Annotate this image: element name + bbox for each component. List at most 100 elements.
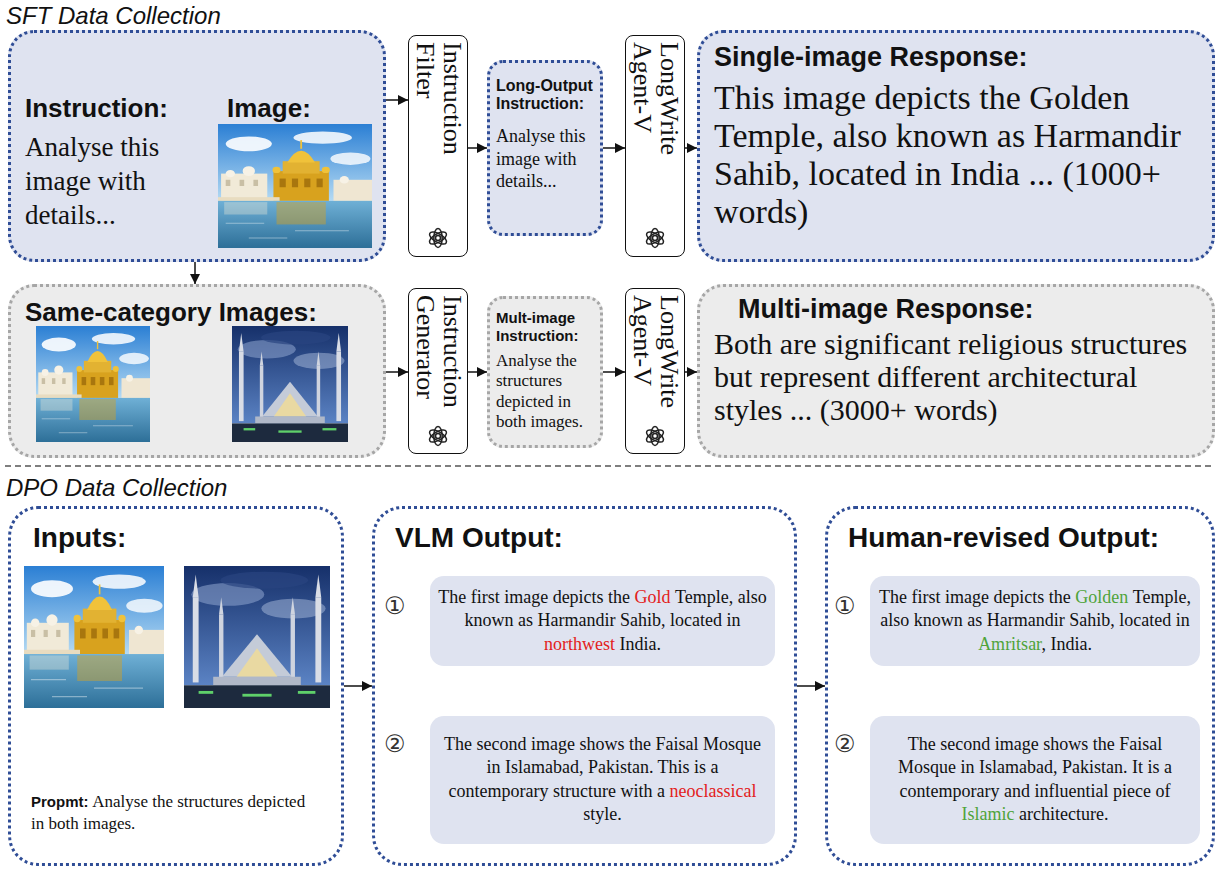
node-text: Inputs:: [33, 522, 126, 553]
text-block: Analyse the structures depicted in both …: [496, 351, 596, 433]
flow-arrow: [603, 147, 625, 149]
node-text: Golden: [1075, 587, 1128, 607]
node-text: Mult-image Instruction:: [496, 309, 579, 344]
node-text: Analyse this image with details...: [25, 132, 159, 230]
node-text: Analyse this image with details...: [496, 126, 586, 191]
text-block: Analyse this image with details...: [496, 125, 596, 193]
flow-arrow: [603, 371, 625, 373]
callout-number: ②: [834, 730, 856, 758]
callout-number: ②: [384, 730, 406, 758]
node-text: Both are significant religious structure…: [714, 327, 1187, 426]
text-block: Image:: [227, 93, 311, 124]
node-text: northwest: [544, 634, 615, 654]
text-block: The second image shows the Faisal Mosque…: [438, 733, 767, 827]
node-text: LongWrite Agent-V: [627, 295, 683, 408]
node-text: Image:: [227, 93, 311, 123]
flow-arrow: [468, 371, 487, 373]
text-block: Propmt: Analyse the structures depicted …: [31, 791, 321, 835]
node-text: The first image depicts the: [879, 587, 1071, 607]
model-box: LongWrite Agent-V: [625, 288, 685, 454]
node-text: , India.: [1041, 634, 1091, 654]
text-block: Multi-image Response:: [738, 293, 1034, 325]
flow-arrow: [797, 685, 825, 687]
node-text: Instruction Filter: [410, 42, 466, 155]
text-block: The second image shows the Faisal Mosque…: [878, 733, 1192, 827]
output-text-box: The second image shows the Faisal Mosque…: [430, 716, 775, 844]
flow-arrow: [468, 147, 487, 149]
node-text: style.: [583, 804, 622, 824]
text-block: Human-revised Output:: [848, 521, 1159, 555]
text-block: Instruction Filter: [411, 42, 466, 164]
flow-arrow: [685, 371, 697, 373]
node-text: India.: [620, 634, 661, 654]
model-logo: [645, 229, 666, 248]
node-text: architecture.: [1019, 804, 1108, 824]
text-block: Both are significant religious structure…: [714, 327, 1204, 426]
node-text: Amritsar: [978, 634, 1041, 654]
instruction-box: Long-Output Instruction: Analyse this ima…: [487, 60, 603, 236]
mosque-image: [232, 326, 348, 442]
flow-arrow: [386, 99, 408, 101]
text-block: Inputs:: [33, 521, 126, 555]
model-box: Instruction Filter: [408, 35, 468, 257]
node-text: Instruction:: [25, 93, 168, 123]
model-logo: [428, 229, 449, 248]
flow-arrow: [344, 685, 372, 687]
temple-image: [218, 124, 372, 248]
flow-arrow: [194, 262, 196, 284]
section-title: DPO Data Collection: [6, 474, 227, 502]
text-block: LongWrite Agent-V: [628, 295, 683, 417]
model-logo: [428, 427, 449, 446]
callout-number: ①: [384, 592, 406, 620]
text-block: Same-category Images:: [25, 297, 317, 328]
text-block: Instruction Generator: [411, 295, 466, 417]
text-block: This image depicts the Golden Temple, al…: [714, 79, 1204, 231]
response-box: Multi-image Response:Both are significan…: [697, 284, 1215, 458]
node-text: Long-Output Instruction:: [496, 77, 593, 112]
node-text: Single-image Response:: [714, 42, 1028, 72]
instruction-box: Mult-image Instruction: Analyse the struc…: [487, 296, 603, 448]
model-logo: [645, 427, 666, 446]
node-text: The first image depicts the: [438, 587, 630, 607]
text-block: Analyse this image with details...: [25, 131, 220, 232]
output-text-box: The first image depicts the Gold Temple,…: [430, 576, 775, 666]
node-text: LongWrite Agent-V: [627, 42, 683, 155]
text-block: The first image depicts the Golden Templ…: [878, 586, 1192, 656]
node-text: Instruction Generator: [410, 295, 466, 408]
temple-image: [24, 566, 164, 708]
output-panel: Human-revised Output: The first image dep…: [825, 506, 1215, 866]
callout-number: ①: [834, 592, 856, 620]
text-block: Instruction:: [25, 93, 168, 124]
output-text-box: The second image shows the Faisal Mosque…: [870, 716, 1200, 844]
section-divider: [5, 465, 1215, 467]
node-text: This image depicts the Golden Temple, al…: [714, 79, 1181, 230]
text-block: VLM Output:: [395, 521, 563, 555]
model-box: Instruction Generator: [408, 288, 468, 454]
node-text: Propmt:: [31, 793, 89, 810]
response-box: Single-image Response: This image depicts…: [697, 30, 1215, 262]
text-block: LongWrite Agent-V: [628, 42, 683, 164]
node-text: Islamic: [962, 804, 1015, 824]
node-text: neoclassical: [669, 781, 756, 801]
section-title: SFT Data Collection: [6, 2, 221, 30]
node-text: Analyse the structures depicted in both …: [496, 351, 583, 431]
output-panel: VLM Output: The first image depicts the G…: [372, 506, 797, 866]
text-block: Single-image Response:: [714, 41, 1028, 73]
text-block: Long-Output Instruction:: [496, 77, 596, 114]
node-text: The second image shows the Faisal Mosque…: [898, 734, 1172, 801]
node-text: Same-category Images:: [25, 297, 317, 327]
flow-arrow: [386, 371, 408, 373]
text-block: Mult-image Instruction:: [496, 309, 596, 346]
mosque-image: [184, 566, 330, 708]
node-text: Gold: [635, 587, 671, 607]
node-text: VLM Output:: [395, 522, 563, 553]
temple-image: [36, 326, 150, 442]
output-text-box: The first image depicts the Golden Templ…: [870, 576, 1200, 666]
node-text: Multi-image Response:: [738, 294, 1034, 324]
text-block: The first image depicts the Gold Temple,…: [438, 586, 767, 656]
flow-arrow: [685, 147, 697, 149]
model-box: LongWrite Agent-V: [625, 35, 685, 257]
node-text: Human-revised Output:: [848, 522, 1159, 553]
